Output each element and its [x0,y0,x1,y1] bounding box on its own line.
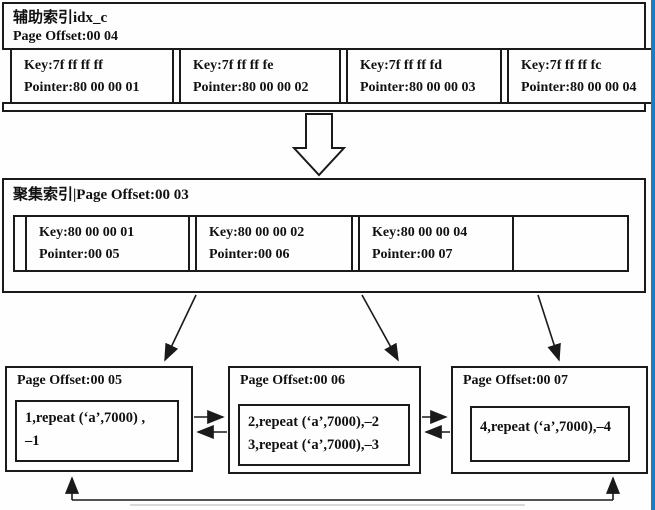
cell-pointer: Pointer:80 00 00 03 [360,79,476,95]
record-line: 4,repeat (‘a’,7000),–4 [480,419,612,435]
cell-separator [351,217,360,270]
record-line: 2,repeat (‘a’,7000),–2 [248,414,380,430]
data-page-title: Page Offset:00 07 [463,373,568,388]
row-spacer-cell [15,217,27,270]
cell-key: Key:7f ff ff fd [360,58,443,73]
cell-pointer: Pointer:80 00 00 04 [521,79,637,95]
cell-key: Key:80 00 00 01 [39,225,135,240]
cell-divider [512,217,514,270]
record-box: 1,repeat (‘a’,7000) , –1 [15,400,179,462]
cell-separator [500,50,509,102]
row-spacer-cell [2,50,12,102]
pointer-arrow-to-page-00-05 [164,294,197,362]
index-cell: Key:7f ff ff fd Pointer:80 00 00 03 [348,50,500,102]
cell-pointer: Pointer:80 00 00 02 [193,79,309,95]
record-line: 1,repeat (‘a’,7000) , [25,410,146,426]
data-page-title: Page Offset:00 05 [17,373,122,388]
record-box: 4,repeat (‘a’,7000),–4 [470,406,630,462]
cell-separator [172,50,181,102]
cell-key: Key:7f ff ff fe [193,58,274,73]
secondary-index-title: 辅助索引idx_c [13,10,108,26]
pointer-arrow-to-page-00-07 [537,294,561,362]
cell-separator [339,50,348,102]
window-edge-border [651,0,655,510]
secondary-index-page-offset: Page Offset:00 04 [13,29,118,44]
index-cell: Key:80 00 00 01 Pointer:00 05 [27,217,188,270]
cell-key: Key:7f ff ff fc [521,58,602,73]
index-cell-empty [514,217,627,270]
index-cell: Key:80 00 00 02 Pointer:00 06 [197,217,351,270]
index-cell: Key:80 00 00 04 Pointer:00 07 [360,217,512,270]
cell-key: Key:7f ff ff ff [24,58,103,73]
cell-key: Key:80 00 00 02 [209,225,305,240]
pointer-arrow-to-page-00-06 [361,294,399,362]
secondary-index-record-row: Key:7f ff ff ff Pointer:80 00 00 01 Key:… [2,48,655,104]
clustered-index-title: 聚集索引|Page Offset:00 03 [13,187,189,203]
index-cell: Key:7f ff ff fe Pointer:80 00 00 02 [181,50,339,102]
index-cell: Key:7f ff ff ff Pointer:80 00 00 01 [12,50,172,102]
data-page-00-05: Page Offset:00 05 1,repeat (‘a’,7000) , … [5,366,193,472]
record-line: 3,repeat (‘a’,7000),–3 [248,437,380,454]
cell-key: Key:80 00 00 04 [372,225,468,240]
record-line: –1 [25,433,40,450]
record-box: 2,repeat (‘a’,7000),–2 3,repeat (‘a’,700… [238,404,410,466]
down-block-arrow-icon [291,113,347,177]
data-page-title: Page Offset:00 06 [240,373,345,388]
cell-pointer: Pointer:00 07 [372,246,453,262]
data-page-00-06: Page Offset:00 06 2,repeat (‘a’,7000),–2… [228,366,421,474]
index-cell: Key:7f ff ff fc Pointer:80 00 00 04 [509,50,655,102]
cell-pointer: Pointer:00 06 [209,246,290,262]
clustered-index-record-row: Key:80 00 00 01 Pointer:00 05 Key:80 00 … [13,215,629,272]
cell-pointer: Pointer:80 00 00 01 [24,79,140,95]
data-page-00-07: Page Offset:00 07 4,repeat (‘a’,7000),–4 [451,366,648,474]
cell-pointer: Pointer:00 05 [39,246,120,262]
cell-separator [188,217,197,270]
